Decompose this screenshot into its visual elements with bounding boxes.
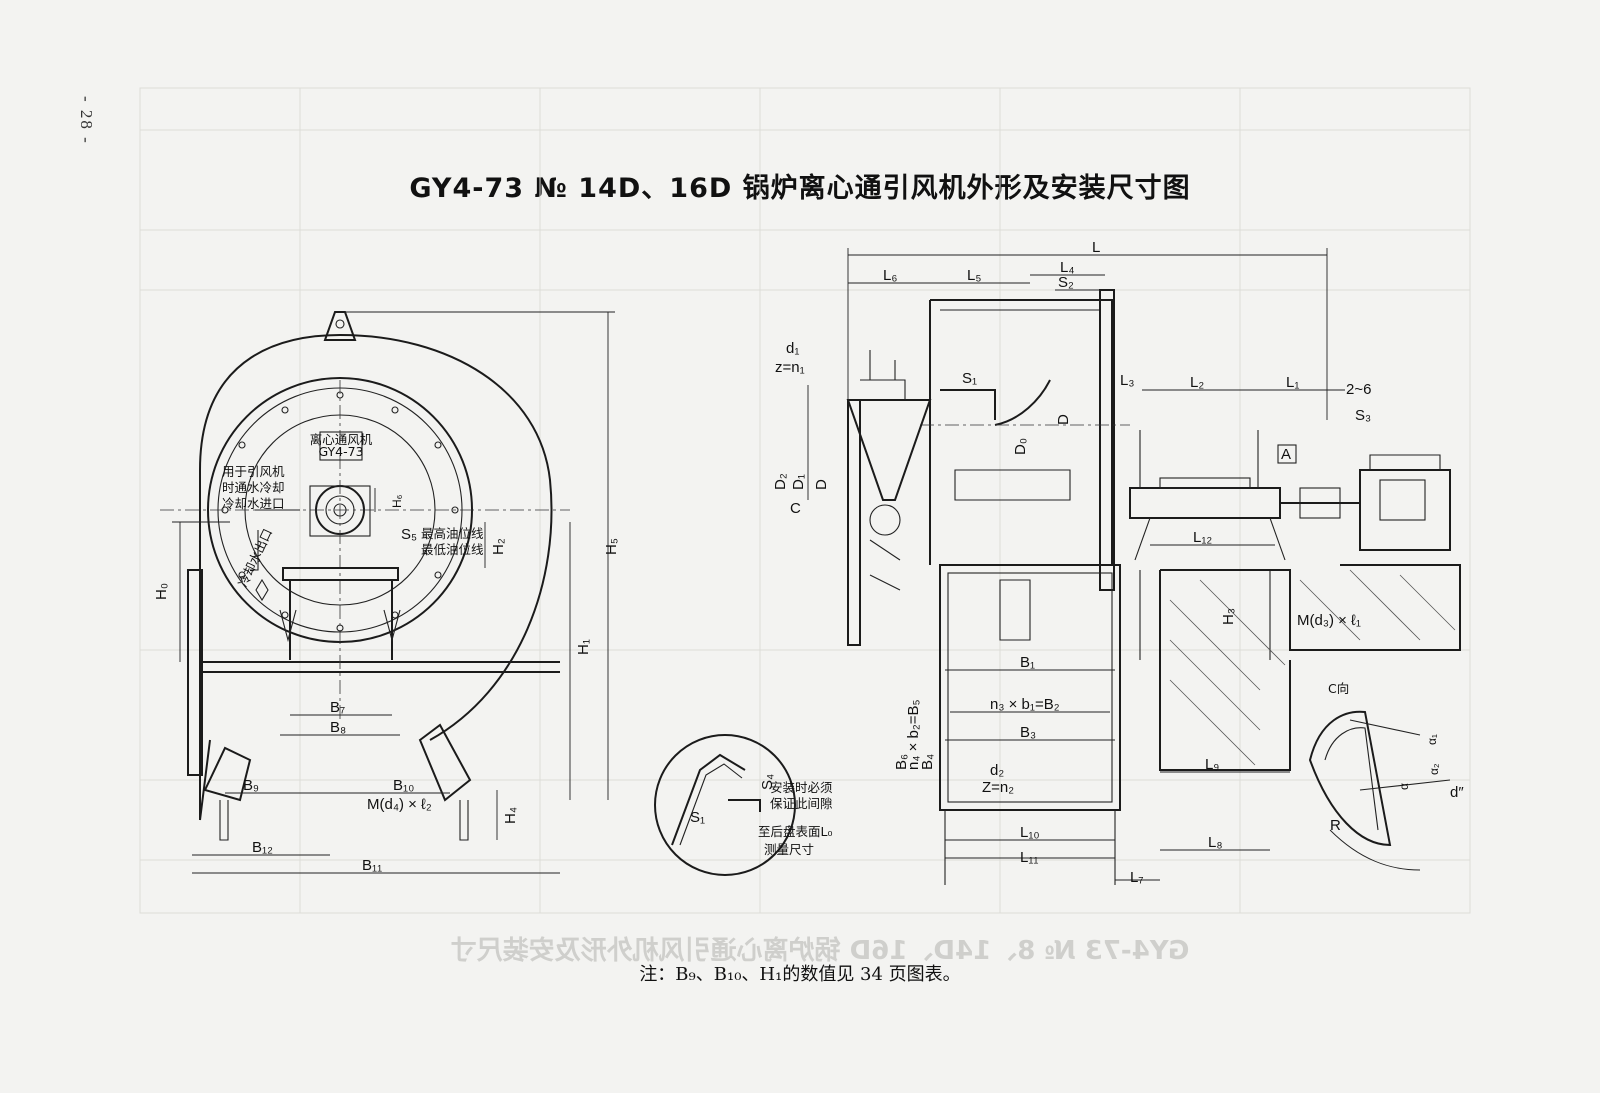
base-frame [939,564,1121,811]
svg-text:n₄ × b₂=B₅: n₄ × b₂=B₅ [905,699,922,770]
casing-side [929,299,1113,565]
svg-text:D: D [813,479,830,490]
svg-text:n₃ × b₁=B₂: n₃ × b₁=B₂ [990,696,1060,713]
cooling-pipes [250,509,300,571]
svg-text:B₈: B₈ [330,719,346,736]
drawing-title: GY4-73 № 14D、16D 锅炉离心通引风机外形及安装尺寸图 [409,173,1191,204]
side-view: L L₆ L₅ L₄ S₂ [772,239,1461,886]
svg-text:A: A [1281,446,1291,463]
svg-text:B₆: B₆ [893,754,910,770]
svg-text:L₂: L₂ [1190,374,1204,391]
foundation [1160,564,1461,651]
svg-text:S₁: S₁ [690,809,705,826]
side-flange [1099,289,1115,591]
svg-text:保证此间隙: 保证此间隙 [770,796,833,811]
svg-text:D: D [1055,414,1072,425]
svg-text:D₂: D₂ [772,473,789,490]
inlet-cone [846,399,932,501]
svg-text:L₇: L₇ [1130,869,1144,886]
front-view: 离心通风机 GY4-73 H₀ H₁ H₅ H₂ H₆ H₄ B₇ B₈ B₉ … [153,311,620,874]
svg-text:2~6: 2~6 [1346,381,1371,398]
svg-text:最高油位线: 最高油位线 [421,526,484,541]
svg-text:H₂: H₂ [490,538,507,555]
right-foot [418,723,472,802]
svg-text:α: α [1397,783,1411,790]
svg-text:B₁₀: B₁₀ [393,777,414,794]
svg-text:H₆: H₆ [390,494,404,508]
svg-text:R: R [1330,817,1341,834]
svg-text:C向: C向 [1328,681,1349,696]
svg-text:α₁: α₁ [1425,734,1439,745]
svg-text:L₉: L₉ [1205,756,1219,773]
svg-text:L₁: L₁ [1286,374,1299,391]
svg-text:H₃: H₃ [1220,608,1237,625]
svg-text:M(d₃) × ℓ₁: M(d₃) × ℓ₁ [1297,612,1361,629]
svg-text:d₂: d₂ [990,762,1004,779]
svg-text:B₁₂: B₁₂ [252,839,273,856]
svg-text:z=n₁: z=n₁ [775,359,805,376]
drawing-note: 注：B₉、B₁₀、H₁的数值见 34 页图表。 [639,964,961,985]
svg-text:L₁₀: L₁₀ [1020,824,1040,841]
svg-text:测量尺寸: 测量尺寸 [764,842,814,857]
svg-text:B₃: B₃ [1020,724,1036,741]
svg-text:Z=n₂: Z=n₂ [982,779,1014,796]
svg-text:冷却水进口: 冷却水进口 [222,496,285,511]
svg-text:d″: d″ [1450,784,1464,801]
pedestal-top [282,567,399,581]
svg-text:d₁: d₁ [786,340,799,357]
svg-text:M(d₄) × ℓ₂: M(d₄) × ℓ₂ [367,796,432,813]
svg-text:L₃: L₃ [1120,372,1134,389]
volute-casing [199,333,553,820]
svg-text:C: C [790,500,801,517]
svg-text:B₇: B₇ [330,699,345,716]
motor [1359,469,1451,551]
svg-text:离心通风机: 离心通风机 [310,432,373,447]
c-view-detail: C向 R d″ α₁ α₂ α [1308,681,1464,871]
svg-text:L₄: L₄ [1060,259,1074,276]
svg-text:最低油位线: 最低油位线 [421,542,484,557]
svg-text:用于引风机: 用于引风机 [222,464,285,479]
gap-detail: S₄ S₁ 安装时必须 保证此间隙 至后盘表面L₀ 测量尺寸 [654,734,833,876]
svg-text:L₁₁: L₁₁ [1020,849,1038,866]
bearing-housing [1129,487,1281,519]
svg-text:D₁: D₁ [790,474,807,490]
svg-text:L₈: L₈ [1208,834,1223,851]
foundation-hatch [1169,569,1456,766]
svg-text:安装时必须: 安装时必须 [770,780,833,795]
svg-text:B₄: B₄ [919,754,936,770]
svg-text:L: L [1092,239,1100,256]
left-foot [203,746,252,802]
svg-text:S₃: S₃ [1355,407,1371,424]
svg-text:L₆: L₆ [883,267,897,284]
nameplate [319,431,363,461]
svg-text:至后盘表面L₀: 至后盘表面L₀ [758,824,832,839]
svg-text:GY4-73: GY4-73 [318,444,363,459]
svg-text:S₅: S₅ [401,526,417,543]
svg-text:H₁: H₁ [575,639,592,655]
svg-text:S₄: S₄ [759,774,776,790]
svg-text:H₅: H₅ [603,538,620,555]
svg-text:时通水冷却: 时通水冷却 [222,480,285,495]
svg-text:B₁: B₁ [1020,654,1035,671]
svg-text:B₁₁: B₁₁ [362,857,382,874]
svg-text:L₁₂: L₁₂ [1193,529,1212,546]
svg-text:D₀: D₀ [1012,438,1029,455]
svg-text:S₂: S₂ [1058,274,1074,291]
svg-text:S₁: S₁ [962,370,977,387]
svg-text:H₀: H₀ [153,583,170,600]
svg-text:冷却水出口: 冷却水出口 [235,526,275,589]
svg-text:L₅: L₅ [967,267,981,284]
svg-text:H₄: H₄ [502,807,519,824]
impeller-side [940,379,1051,426]
svg-text:α₂: α₂ [1427,763,1441,775]
svg-text:B₉: B₉ [243,777,259,794]
